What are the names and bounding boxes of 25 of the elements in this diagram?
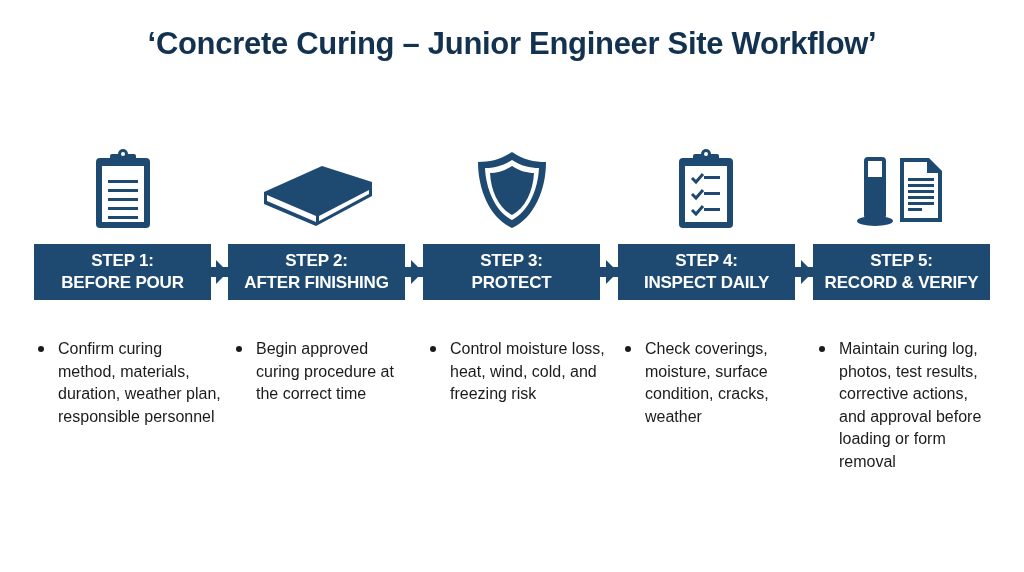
arrow	[795, 260, 813, 284]
step-label: INSPECT DAILY	[643, 272, 770, 294]
step-label: AFTER FINISHING	[244, 272, 389, 294]
bullet-text: Confirm curing method, materials, duration, weather plan, responsible personnel	[34, 338, 224, 428]
step-banner	[34, 244, 211, 300]
step-label: STEP 1:	[91, 250, 154, 272]
arrow	[600, 260, 618, 284]
bullet-text: Control moisture loss, heat, wind, cold, and freezing risk	[426, 338, 606, 406]
step-banner	[423, 244, 600, 300]
step-label: STEP 5:	[870, 250, 933, 272]
bullet-text: Begin approved curing procedure at the correct time	[232, 338, 412, 406]
step-label: STEP 2:	[285, 250, 348, 272]
arrow	[405, 260, 423, 284]
step-banner	[618, 244, 795, 300]
title: ‘Concrete Curing – Junior Engineer Site Workflow’	[146, 26, 878, 62]
step-label: STEP 3:	[480, 250, 543, 272]
step-label: BEFORE POUR	[61, 272, 184, 294]
step-banner	[228, 244, 405, 300]
bullet-text: Maintain curing log, photos, test results, corrective actions, and approval before loading or form removal	[815, 338, 985, 473]
bullet-text: Check coverings, moisture, surface condition, cracks, weather	[621, 338, 806, 428]
step-label: PROTECT	[471, 272, 552, 294]
step-banner	[813, 244, 990, 300]
arrow	[211, 260, 228, 284]
step-label: STEP 4:	[675, 250, 738, 272]
step-label: RECORD & VERIFY	[824, 272, 979, 294]
